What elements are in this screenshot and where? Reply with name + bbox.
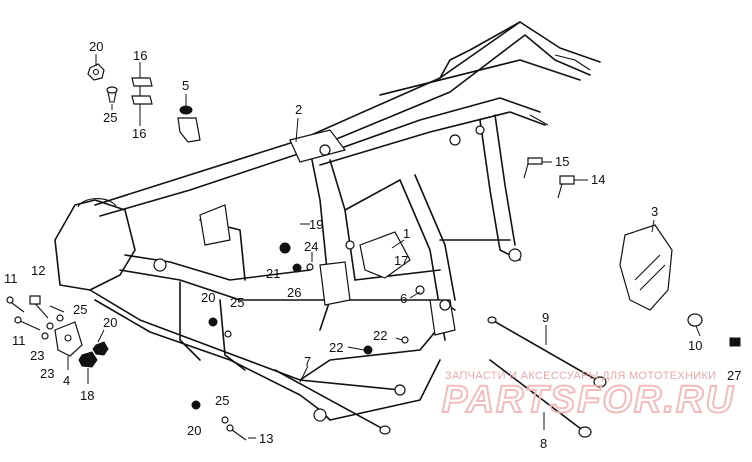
callout-20a: 20: [89, 39, 103, 54]
callout-26: 26: [287, 285, 301, 300]
part-bolt-14: [557, 175, 575, 199]
callout-13: 13: [259, 431, 273, 446]
part-washer-25-top: [106, 86, 118, 103]
callout-22a: 22: [329, 340, 343, 355]
callout-16a: 16: [133, 48, 147, 63]
callout-3: 3: [651, 204, 658, 219]
callout-10: 10: [688, 338, 702, 353]
part-nut-18: [78, 351, 98, 368]
callout-6: 6: [400, 291, 407, 306]
callout-5: 5: [182, 78, 189, 93]
callout-23b: 23: [40, 366, 54, 381]
part-bolt-15: [523, 157, 543, 179]
watermark-logo: PARTSFOR.RU: [442, 379, 735, 421]
callout-25c: 25: [230, 295, 244, 310]
callout-20c: 20: [201, 290, 215, 305]
callout-18: 18: [80, 388, 94, 403]
leader-lines: [49, 54, 701, 439]
callout-14: 14: [591, 172, 605, 187]
callout-27: 27: [727, 368, 741, 383]
callout-12: 12: [31, 263, 45, 278]
callout-21: 21: [266, 266, 280, 281]
callout-4: 4: [63, 373, 70, 388]
callout-2: 2: [295, 102, 302, 117]
part-plug-27: [729, 337, 741, 347]
main-frame-body: [54, 21, 601, 422]
callout-15: 15: [555, 154, 569, 169]
callout-24: 24: [304, 239, 318, 254]
callout-11a: 11: [4, 271, 18, 286]
callout-23a: 23: [30, 348, 44, 363]
callout-25b: 25: [73, 302, 87, 317]
part-rod-8: [489, 359, 592, 438]
part-clip-16: [131, 77, 153, 105]
callout-16b: 16: [132, 126, 146, 141]
callout-labels: 20 25 16 16 5 2 15 14 3 19 1 24 21 26 17…: [4, 39, 741, 451]
callout-9: 9: [542, 310, 549, 325]
callout-11b: 11: [12, 333, 26, 348]
callout-25a: 25: [103, 110, 117, 125]
callout-22b: 22: [373, 328, 387, 343]
callout-8: 8: [540, 436, 547, 451]
watermark-caption: ЗАПЧАСТИ И АКСЕССУАРЫ ДЛЯ МОТОТЕХНИКИ: [445, 370, 716, 382]
callout-1: 1: [403, 226, 410, 241]
part-cap-10: [687, 313, 703, 327]
callout-20b: 20: [103, 315, 117, 330]
part-rod-7: [274, 369, 391, 435]
part-plate-4: [54, 321, 83, 357]
part-rod-9: [487, 316, 607, 388]
part-cover-3: [619, 224, 673, 311]
part-small-nuts: [41, 242, 425, 441]
callout-19: 19: [309, 217, 323, 232]
part-nut-20-top: [87, 63, 105, 81]
callout-7: 7: [304, 354, 311, 369]
part-bracket-5: [177, 105, 201, 143]
callout-25d: 25: [215, 393, 229, 408]
callout-20d: 20: [187, 423, 201, 438]
part-bolts-11-12: [6, 295, 49, 331]
watermark: ЗАПЧАСТИ И АКСЕССУАРЫ ДЛЯ МОТОТЕХНИКИ PA…: [441, 370, 735, 422]
callout-17: 17: [394, 253, 408, 268]
part-nut-20-mid: [92, 341, 109, 356]
